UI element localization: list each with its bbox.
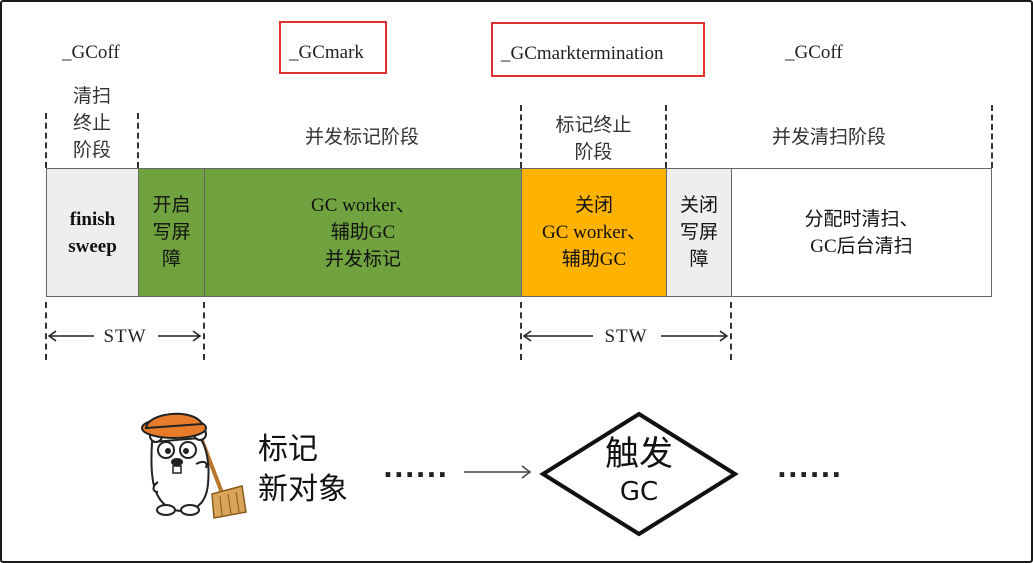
- ellipsis-right: ......: [777, 454, 843, 484]
- diamond-icon: [539, 411, 739, 537]
- segment-concurrent-mark: GC worker、 辅助GC 并发标记: [204, 168, 522, 297]
- stw-boundary-marker: [45, 302, 47, 360]
- phase-gcmark: _GCmark: [279, 21, 387, 74]
- stage-concurrent-sweep: 并发清扫阶段: [771, 127, 886, 148]
- ellipsis-left: ......: [383, 454, 449, 484]
- stw-label: STW: [604, 326, 648, 347]
- stw-boundary-marker: [520, 302, 522, 360]
- phase-gcoff-end: _GCoff: [785, 42, 843, 63]
- stw-label: STW: [103, 326, 147, 347]
- stage-concurrent-mark: 并发标记阶段: [304, 127, 419, 148]
- phase-gcmarktermination: _GCmarktermination: [491, 22, 705, 77]
- segment-enable-write-barrier: 开启 写屏 障: [138, 168, 205, 297]
- stw-boundary-marker: [730, 302, 732, 360]
- boundary-marker: [45, 113, 47, 168]
- phase-gcoff-start: _GCoff: [62, 42, 120, 63]
- mark-new-objects-label: 标记 新对象: [258, 432, 348, 507]
- stage-mark-termination: 标记终止 阶段: [555, 115, 632, 163]
- stw-boundary-marker: [203, 302, 205, 360]
- gopher-with-broom-icon: [141, 412, 247, 519]
- trigger-label: 触发: [605, 434, 673, 474]
- trigger-sub-label: GC: [619, 477, 659, 507]
- segment-concurrent-sweep: 分配时清扫、 GC后台清扫: [731, 168, 992, 297]
- stw-range-arrow-icon: [522, 330, 729, 342]
- segment-stop-workers: 关闭 GC worker、 辅助GC: [521, 168, 667, 297]
- segment-disable-write-barrier: 关闭 写屏 障: [666, 168, 732, 297]
- arrow-right-icon: [464, 465, 532, 479]
- boundary-marker: [991, 105, 993, 168]
- stage-sweep-termination: 清扫 终止 阶段: [72, 86, 111, 161]
- segment-finish-sweep: finish sweep: [46, 168, 139, 297]
- boundary-marker: [520, 105, 522, 168]
- stw-range-arrow-icon: [47, 330, 202, 342]
- boundary-marker: [137, 113, 139, 168]
- boundary-marker: [665, 105, 667, 168]
